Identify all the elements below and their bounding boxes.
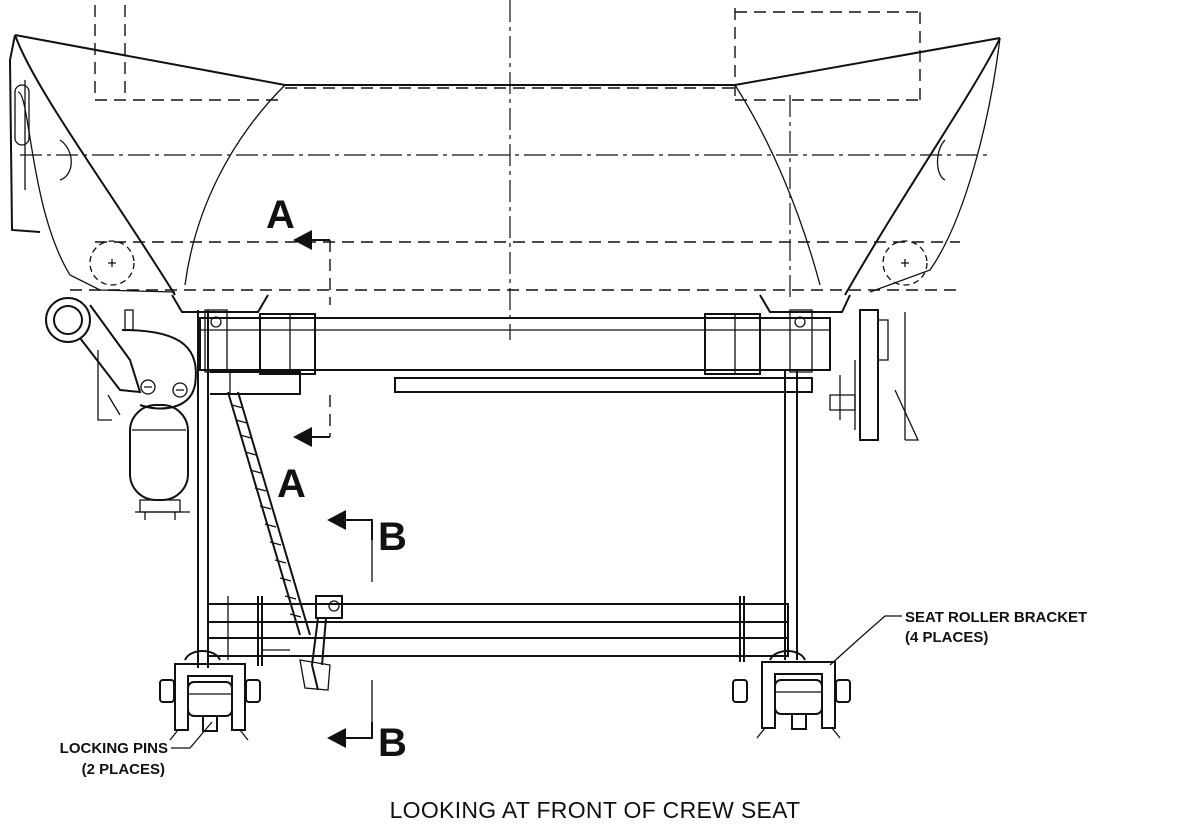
- locking-pins-count: (2 PLACES): [82, 761, 165, 778]
- seat-roller-bracket-left: [159, 650, 261, 741]
- locking-pins-callout: LOCKING PINS (2 PLACES): [60, 721, 213, 778]
- seat-roller-bracket-right: [732, 650, 851, 739]
- section-line-a: [293, 230, 331, 447]
- seat-roller-bracket-count: (4 PLACES): [905, 629, 988, 646]
- seat-back-hidden-lines: [94, 5, 921, 101]
- right-adjuster: [829, 309, 920, 441]
- seat-cushion: [8, 34, 1001, 296]
- section-letter-a-bottom: A: [277, 462, 306, 506]
- lower-cross-tubes: [207, 596, 789, 666]
- cushion-mounts: [171, 294, 851, 313]
- section-line-b: [327, 510, 373, 748]
- section-letter-a-top: A: [266, 193, 295, 237]
- upper-cross-tube: [199, 309, 831, 395]
- seat-roller-bracket-callout: SEAT ROLLER BRACKET (4 PLACES): [829, 609, 1087, 666]
- left-actuator: [45, 297, 197, 520]
- section-letter-b-bottom: B: [378, 721, 407, 765]
- seat-roller-bracket-label: SEAT ROLLER BRACKET: [905, 609, 1087, 626]
- section-letter-b-top: B: [378, 515, 407, 559]
- locking-pins-label: LOCKING PINS: [60, 740, 168, 757]
- center-lines: [20, 0, 990, 340]
- figure-caption: LOOKING AT FRONT OF CREW SEAT: [390, 797, 801, 823]
- release-cable: [227, 391, 343, 691]
